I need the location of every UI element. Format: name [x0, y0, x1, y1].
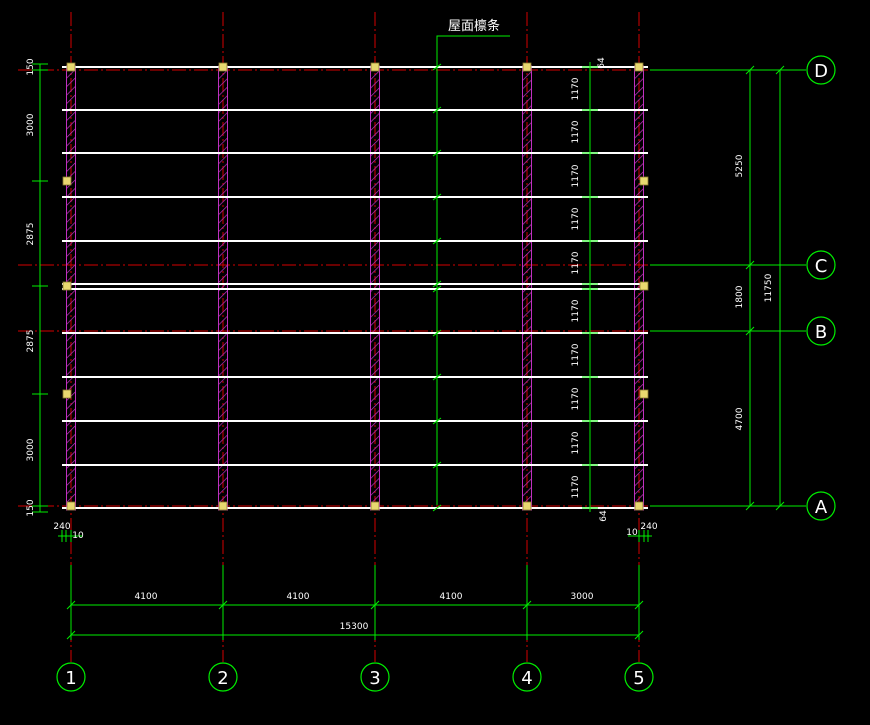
grid-bubble-label-1: 1 [65, 668, 76, 689]
dim-tick-bottom-4 [522, 600, 532, 610]
purlin-gap-8: 1170 [571, 387, 581, 410]
grid-bubble-A [806, 491, 836, 521]
dim-right-total: 11750 [764, 273, 774, 302]
column-marker-9 [634, 62, 644, 72]
dim-bottom-3: 4100 [440, 592, 463, 602]
dim-tick-total-left [66, 630, 76, 640]
purlin-gap-3: 1170 [571, 164, 581, 187]
dim-tick-bottom-2 [218, 600, 228, 610]
annotation-leader: 屋面檩条 [436, 18, 510, 505]
dim-left-2875-bottom: 2875 [26, 330, 36, 353]
purlin-spacing-labels: 1170 1170 1170 1170 1170 1170 1170 1170 … [571, 57, 609, 522]
purlin-edge-top: 64 [597, 57, 607, 69]
grid-bubble-label-3: 3 [369, 668, 380, 689]
column-marker-4 [218, 501, 228, 511]
dim-left-2875-top: 2875 [26, 223, 36, 246]
dim-bottom-1: 4100 [135, 592, 158, 602]
wall-label-right-10: 10 [626, 528, 638, 538]
dim-right-4700: 4700 [735, 407, 745, 430]
column-marker-10 [634, 501, 644, 511]
grid-bubble-C [806, 250, 836, 280]
dim-tick-bottom-3 [370, 600, 380, 610]
wall-label-left-10: 10 [72, 531, 84, 541]
right-dimension-labels: 5250 1800 4700 11750 [735, 154, 774, 430]
left-dimension-labels: 150 3000 2875 2875 3000 150 [26, 58, 36, 516]
dim-left-3000-top: 3000 [26, 113, 36, 136]
grid-bubble-5 [624, 662, 654, 692]
dim-right-5250: 5250 [735, 154, 745, 177]
leader-tick-12 [432, 504, 442, 512]
dim-tick-total-right [634, 630, 644, 640]
purlin-gap-6: 1170 [571, 299, 581, 322]
column-marker-2 [66, 501, 76, 511]
column-marker-8 [522, 501, 532, 511]
grid-bubble-label-2: 2 [217, 668, 228, 689]
column-marker-16 [639, 389, 649, 399]
purlin-edge-bottom: 64 [599, 510, 609, 522]
dim-tick-right-B [745, 326, 755, 336]
grid-bubble-label-5: 5 [633, 668, 644, 689]
wall-label-left-240: 240 [53, 522, 70, 532]
column-marker-7 [522, 62, 532, 72]
dim-left-bottom-150: 150 [26, 499, 36, 516]
purlin-gap-7: 1170 [571, 343, 581, 366]
dim-tick-right-C [745, 260, 755, 270]
annotation-leader-line [436, 35, 510, 505]
column-marker-3 [218, 62, 228, 72]
dim-tick-bottom-1 [66, 600, 76, 610]
purlin-gap-4: 1170 [571, 207, 581, 230]
dim-right-1800: 1800 [735, 285, 745, 308]
purlin-gap-9: 1170 [571, 431, 581, 454]
column-marker-6 [370, 501, 380, 511]
wall-thickness-labels: 240 10 10 240 [53, 522, 657, 541]
column-markers [62, 62, 649, 511]
purlin-gap-2: 1170 [571, 120, 581, 143]
column-marker-14 [639, 176, 649, 186]
dim-bottom-total: 15300 [340, 622, 369, 632]
grid-bubbles-x: 1 2 3 4 5 [56, 662, 654, 692]
purlin-gap-1: 1170 [571, 77, 581, 100]
dim-tick-bottom-5 [634, 600, 644, 610]
grid-bubble-label-C: C [815, 256, 828, 277]
purlin-gap-10: 1170 [571, 475, 581, 498]
grid-bubble-B [806, 316, 836, 346]
column-marker-13 [62, 389, 72, 399]
purlin-lines [62, 66, 648, 509]
grid-bubble-2 [208, 662, 238, 692]
column-marker-11 [62, 176, 72, 186]
column-marker-1 [66, 62, 76, 72]
dim-left-top-150: 150 [26, 58, 36, 75]
dim-tick-right-D [745, 65, 755, 75]
column-marker-15 [639, 281, 649, 291]
dim-tick-total-A [775, 501, 785, 511]
wall-label-right-240: 240 [640, 522, 657, 532]
purlin-gap-5: 1170 [571, 251, 581, 274]
grid-bubble-4 [512, 662, 542, 692]
bottom-dimension-labels: 4100 4100 4100 3000 15300 [135, 592, 594, 632]
column-marker-5 [370, 62, 380, 72]
grid-bubble-1 [56, 662, 86, 692]
dim-bottom-2: 4100 [287, 592, 310, 602]
dim-left-3000-bottom: 3000 [26, 438, 36, 461]
grid-bubble-3 [360, 662, 390, 692]
grid-bubble-label-A: A [815, 497, 828, 518]
grid-bubble-D [806, 55, 836, 85]
grid-bubbles-y: D C B A [806, 55, 836, 521]
dim-bottom-4: 3000 [571, 592, 594, 602]
dim-tick-right-A [745, 501, 755, 511]
grid-bubble-label-4: 4 [521, 668, 532, 689]
grid-bubble-label-B: B [815, 322, 827, 343]
dim-tick-total-D [775, 65, 785, 75]
annotation-text: 屋面檩条 [448, 18, 500, 34]
grid-bubble-label-D: D [814, 61, 828, 82]
column-marker-12 [62, 281, 72, 291]
